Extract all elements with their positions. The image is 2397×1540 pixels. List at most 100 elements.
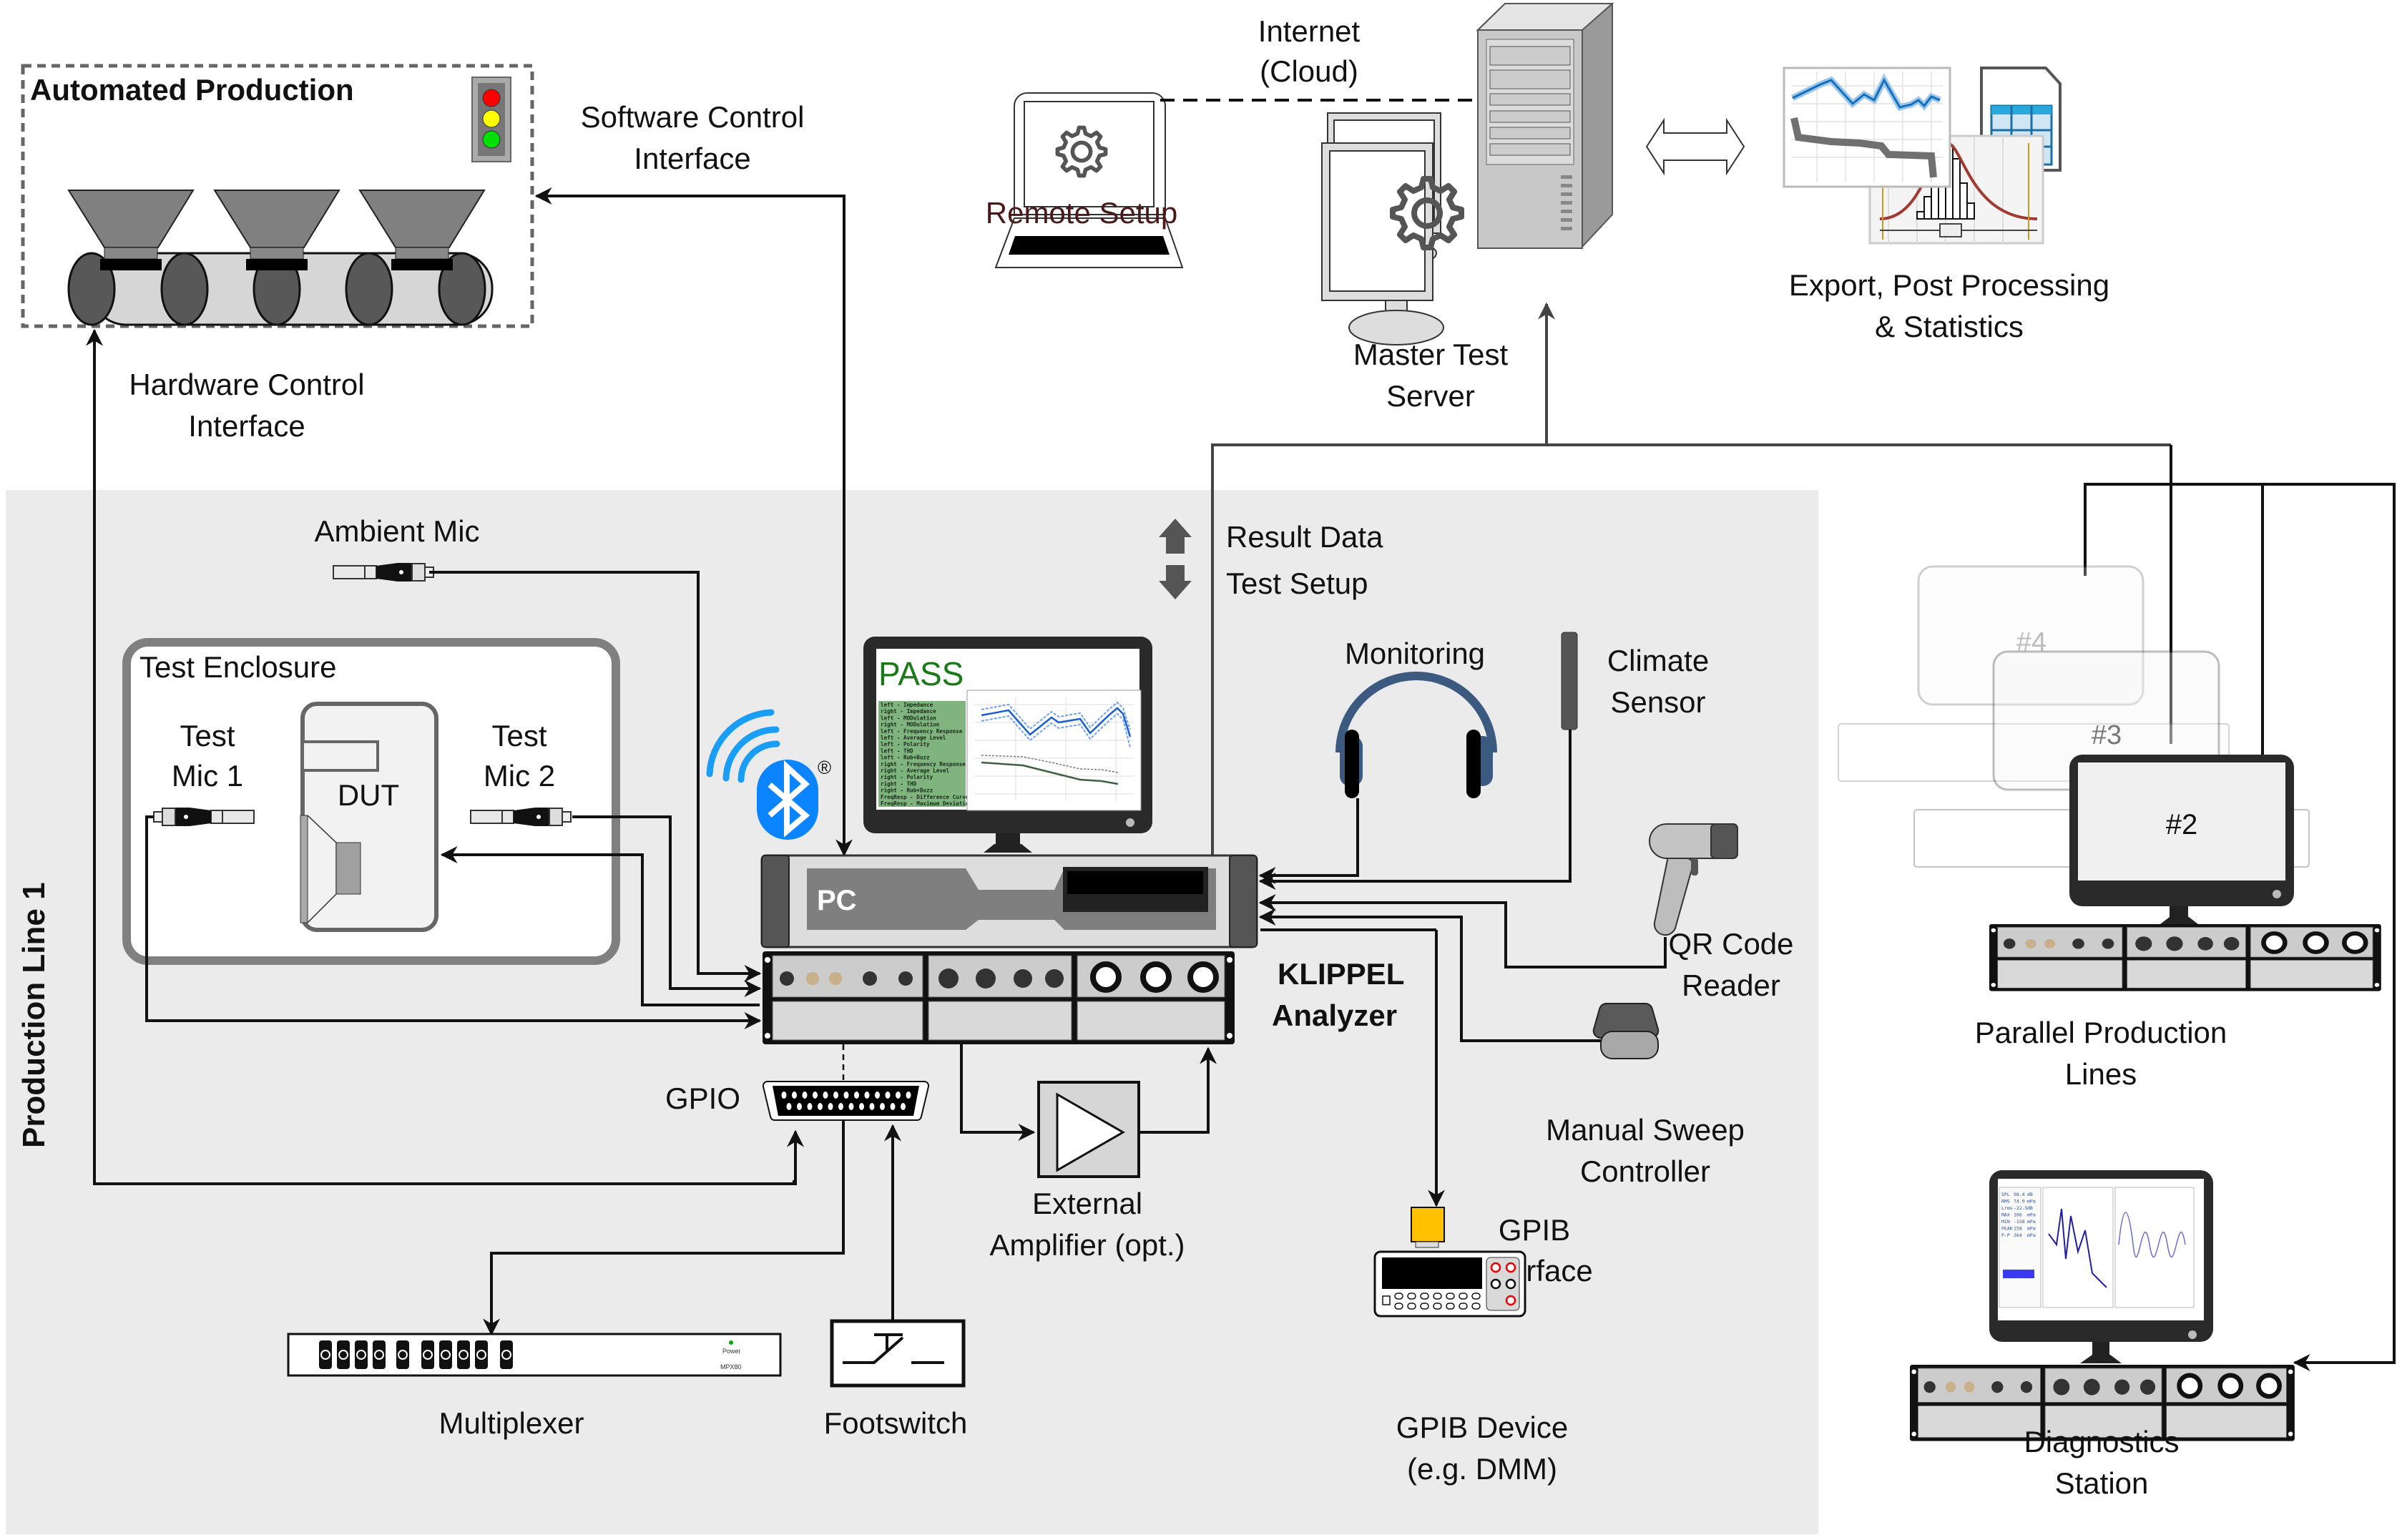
test-mic-2-icon (470, 807, 572, 827)
pass-chart (966, 690, 1142, 811)
gpio-pin (838, 1103, 843, 1110)
hardware-control-label-2: Interface (188, 409, 305, 443)
test-list-item: left - Rub+Buzz (881, 755, 930, 761)
amp-in-wire (960, 1044, 1036, 1141)
gpio-pin (797, 1103, 802, 1110)
footswitch-icon (830, 1319, 966, 1388)
amp-out-wire (1139, 1046, 1217, 1134)
gpib-interface-icon (1411, 1207, 1445, 1242)
multiplexer-port (500, 1340, 513, 1369)
server-bus-wire (1211, 443, 2171, 855)
analyzer-label: KLIPPEL (1278, 957, 1404, 991)
gpio-pin (896, 1092, 901, 1099)
gpio-pin (906, 1092, 911, 1099)
manual-sweep-wire (1258, 908, 1601, 1042)
external-amp-label-2: Amplifier (opt.) (989, 1228, 1185, 1262)
test-setup-label: Test Setup (1226, 567, 1368, 600)
climate-sensor-label: Climate (1607, 644, 1709, 677)
multiplexer-icon: Power MPX80 (287, 1333, 782, 1377)
diagnostic-reading: MAX (2001, 1212, 2010, 1218)
software-control-label-2: Interface (634, 142, 750, 175)
parallel-lines-label-2: Lines (2065, 1057, 2137, 1091)
multiplexer-port (475, 1340, 488, 1369)
station-4-label: #4 (2016, 627, 2046, 657)
diagnostic-reading: 74.9 (2014, 1199, 2025, 1205)
qr-reader-wire (1258, 894, 1667, 968)
test-list-item: right - Impedance (881, 708, 936, 715)
test-mic-1-icon (153, 807, 255, 827)
software-control-wire (534, 187, 845, 855)
speaker-driver-icon (300, 815, 308, 923)
bluetooth-registered-mark: ® (818, 757, 831, 778)
multiplexer-wire (483, 1120, 845, 1336)
server-tower-icon (1476, 3, 1614, 249)
test-list-item: right - Polarity (881, 774, 933, 780)
gpio-pin (828, 1103, 833, 1110)
dut-label: DUT (338, 778, 399, 812)
test-mic-2-label-2: Mic 2 (484, 759, 555, 793)
pc-unit: PC (760, 854, 1258, 948)
multiplexer-port (373, 1340, 386, 1369)
internet-label-2: (Cloud) (1260, 54, 1358, 88)
test-list-item: right - MODulation (881, 722, 939, 728)
gpio-pin (781, 1092, 787, 1099)
gpio-pin (869, 1103, 875, 1110)
external-amp-label: External (1032, 1187, 1142, 1220)
test-list-item: left - Average Level (881, 735, 946, 741)
master-server-label: Master Test (1353, 338, 1509, 371)
gpio-pin (823, 1092, 828, 1099)
gpio-pin (880, 1103, 885, 1110)
diagnostic-reading: RMS (2001, 1199, 2010, 1205)
diagnostic-reading: mPa (2027, 1199, 2036, 1205)
gpio-pin (802, 1092, 808, 1099)
gpio-pin (843, 1092, 849, 1099)
diagnostic-reading: PEAK (2001, 1226, 2013, 1232)
test-list-item: right - THD (881, 780, 917, 787)
dmm-icon (1373, 1250, 1526, 1318)
multiplexer-label: Multiplexer (438, 1406, 584, 1440)
multiplexer-model-label: MPX80 (720, 1363, 742, 1370)
test-list-item: left - Polarity (881, 741, 930, 747)
test-mic-1-label: Test (180, 719, 235, 752)
test-list-item: right - Frequency Response (881, 761, 966, 767)
diagnostic-reading: mPa (2027, 1226, 2036, 1232)
gpio-label: GPIO (665, 1082, 740, 1115)
diagnostics-label: Diagnostics (2024, 1425, 2179, 1458)
test-mic-1-label-2: Mic 1 (172, 759, 243, 793)
parallel-lines-label: Parallel Production (1975, 1016, 2227, 1049)
speaker-cone-icon (67, 190, 486, 270)
laptop-icon (994, 92, 1184, 268)
manual-sweep-label-2: Controller (1580, 1154, 1710, 1188)
analyzer-label-2: Analyzer (1272, 999, 1397, 1032)
production-line-title: Production Line 1 (16, 882, 52, 1148)
diagnostic-reading: dB (2027, 1192, 2033, 1197)
mic-2-wire (572, 815, 762, 997)
climate-sensor-wire (1258, 730, 1572, 890)
test-list-item: left - Impedance (881, 702, 933, 708)
gpio-pin (854, 1092, 859, 1099)
export-label-2: & Statistics (1875, 310, 2024, 343)
gpib-interface-label: GPIB (1499, 1213, 1570, 1247)
diagnostic-reading: mPa (2027, 1232, 2036, 1238)
gpio-pin (901, 1103, 906, 1110)
dut-box: DUT (300, 702, 438, 932)
multiplexer-port (421, 1340, 434, 1369)
qr-reader-label: QR Code (1668, 927, 1793, 961)
diagnostic-reading: mPa (2027, 1212, 2036, 1218)
mic-1-wire (145, 815, 762, 1029)
hardware-control-label: Hardware Control (129, 368, 364, 401)
multiplexer-port (355, 1340, 368, 1369)
gpib-wire (1260, 928, 1436, 1205)
gpio-pin (890, 1103, 896, 1110)
multiplexer-port (457, 1340, 470, 1369)
diagnostic-reading: 264 (2014, 1232, 2022, 1238)
bidirectional-arrow-icon (1645, 117, 1745, 176)
gpio-pin (792, 1092, 797, 1099)
test-list-item: FreqResp - Difference Curve (881, 794, 969, 800)
pass-verdict: PASS (878, 655, 964, 692)
result-data-label: Result Data (1226, 520, 1383, 554)
manual-sweep-label: Manual Sweep (1546, 1113, 1745, 1147)
test-enclosure-box: Test Enclosure Test Mic 1 Test Mic 2 DUT (122, 638, 620, 965)
